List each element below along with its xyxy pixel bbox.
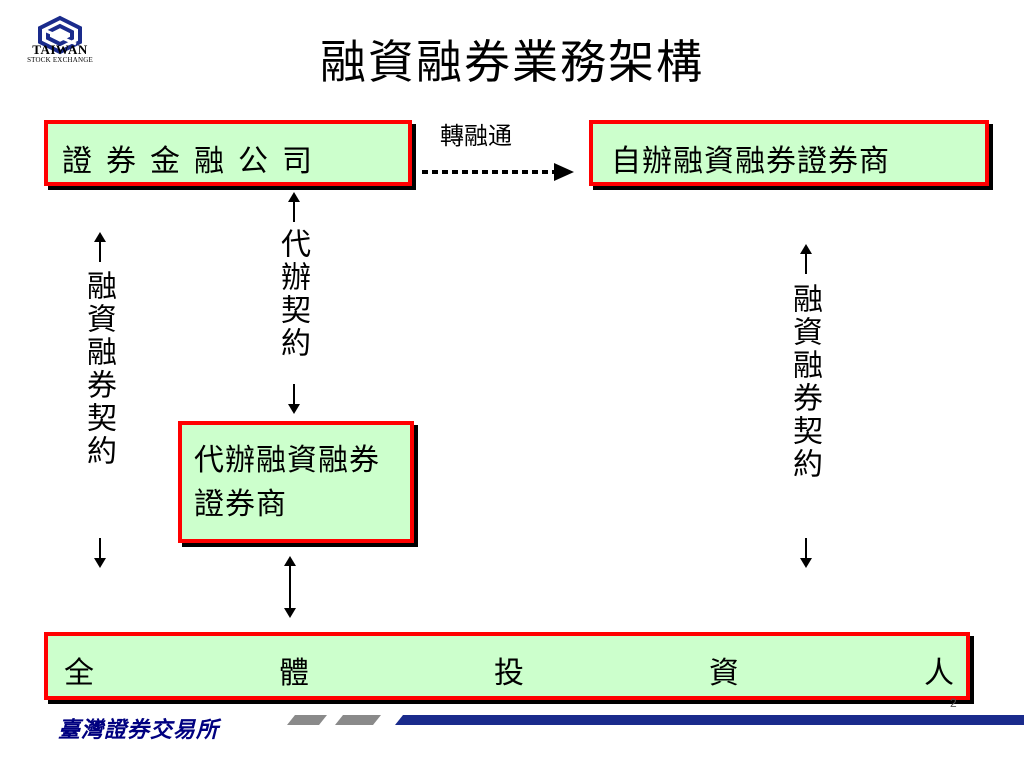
right-arrow-up-icon [800,244,812,274]
margin-contract-right-label: 融資融券契約 [787,283,822,481]
middle-arrow-up-icon [288,192,300,222]
left-arrow-down-icon [94,538,106,568]
agent-margin-broker-label: 代辦融資融券證券商 [194,443,380,522]
left-arrow-up-icon [94,232,106,262]
investors-char: 人 [924,656,954,691]
securities-finance-company-label: 證券金融公司 [62,144,326,179]
all-investors-label: 全 體 投 資 人 [64,648,954,692]
page-title: 融資融券業務架構 [320,35,704,89]
self-operated-margin-broker-box: 自辦融資融券證券商 [589,120,989,186]
investors-char: 全 [64,656,94,691]
self-operated-margin-broker-label: 自辦融資融券證券商 [611,144,890,179]
page-number: 2 [950,696,957,710]
refinancing-label: 轉融通 [440,122,512,150]
right-arrow-down-icon [800,538,812,568]
securities-finance-company-box: 證券金融公司 [44,120,412,186]
investors-char: 投 [494,656,524,691]
logo-text-taiwan: TAIWAN [32,42,88,57]
footer-stripe-decoration [287,715,1024,725]
investors-char: 體 [279,656,309,691]
refinancing-dotted-arrow [422,163,574,181]
footer-org-name: 臺灣證券交易所 [58,717,220,743]
logo-text-stock-exchange: STOCK EXCHANGE [27,56,93,64]
margin-contract-left-label: 融資融券契約 [81,270,116,468]
agency-contract-label: 代辦契約 [275,228,310,360]
middle-arrow-down-icon [288,384,300,414]
twse-logo-icon [38,15,82,55]
agent-margin-broker-box: 代辦融資融券證券商 [178,421,414,543]
investors-char: 資 [709,656,739,691]
all-investors-box: 全 體 投 資 人 [44,632,970,700]
double-headed-arrow-icon [284,556,296,618]
